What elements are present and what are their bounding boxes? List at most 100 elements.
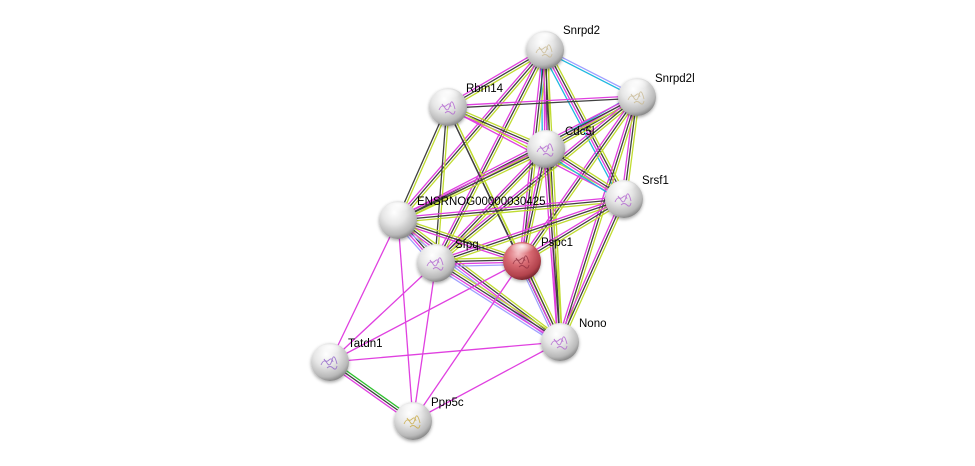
edge-line-experiments (395, 48, 544, 219)
node-ensrnog00000030425[interactable]: ENSRNOG00000030425 (379, 196, 546, 239)
node-label: Tatdn1 (348, 338, 383, 350)
edge-line-coexpression (397, 219, 523, 262)
edge-sfpq-tatdn1[interactable] (329, 262, 437, 363)
edge-line-coexpression (435, 148, 547, 264)
node-highlight (610, 181, 638, 196)
edge-line-experiments (519, 95, 636, 260)
node-highlight (531, 32, 559, 47)
edge-sfpq-ppp5c[interactable] (412, 262, 437, 422)
node-snrpd2[interactable]: Snrpd2 (526, 25, 600, 69)
edge-line-experiments (435, 196, 624, 262)
edge-line-experiments (433, 48, 544, 263)
edge-pspc1-ppp5c[interactable] (412, 260, 523, 422)
edge-ensrnog00000030425-tatdn1[interactable] (329, 219, 399, 363)
edge-line-experiments (519, 148, 545, 261)
node-sfpq[interactable]: Sfpq (417, 239, 479, 282)
edge-srsf1-ensrnog00000030425[interactable] (397, 195, 625, 224)
edge-line-textmining (398, 217, 523, 260)
edge-line-coexpression (448, 97, 638, 109)
edge-sfpq-nono[interactable] (433, 259, 563, 346)
edge-line-coexpression (435, 49, 546, 264)
node-highlight (422, 245, 450, 260)
edge-line-coexpression (397, 148, 547, 221)
edge-snrpd2-sfpq[interactable] (433, 48, 548, 265)
node-label: Sfpq (455, 239, 479, 251)
edge-line-coexpression (396, 106, 448, 220)
edge-srsf1-sfpq[interactable] (435, 196, 625, 266)
edge-line-experiments (397, 195, 624, 219)
edge-line-experiments (329, 219, 399, 363)
edge-rbm14-sfpq[interactable] (434, 106, 450, 264)
edge-line-coexpression (521, 96, 638, 262)
edge-line-textmining (437, 50, 548, 265)
node-label: Cdc5l (565, 126, 594, 138)
edge-ensrnog00000030425-ppp5c[interactable] (397, 219, 414, 422)
edge-line-coexpression (397, 49, 546, 221)
node-label: Snrpd2l (655, 73, 695, 85)
edge-line-coexpression (521, 198, 625, 262)
node-label: Rbm14 (466, 83, 504, 95)
node-cdc5l[interactable]: Cdc5l (527, 126, 594, 168)
node-label: ENSRNOG00000030425 (417, 196, 546, 208)
edge-line-experiments (447, 95, 637, 107)
edge-snrpd2-ensrnog00000030425[interactable] (395, 48, 548, 222)
edge-line-coexpression (435, 198, 625, 264)
edge-line-textmining (399, 51, 548, 222)
edge-line-experiments (397, 219, 414, 422)
edge-line-textmining (398, 107, 450, 221)
node-nono[interactable]: Nono (541, 318, 607, 361)
edges-layer (328, 47, 641, 424)
node-highlight (316, 344, 344, 359)
edge-snrpd2-nono[interactable] (541, 49, 564, 343)
edge-cdc5l-ensrnog00000030425[interactable] (396, 146, 548, 223)
edge-line-experiments (396, 94, 637, 219)
edge-line-textmining (436, 107, 450, 264)
edge-line-experiments (435, 263, 560, 344)
edge-snrpd2l-rbm14[interactable] (447, 95, 638, 109)
node-highlight (508, 243, 536, 258)
node-label: Srsf1 (642, 175, 669, 187)
edge-line-experiments (397, 221, 522, 264)
edge-line-textmining (436, 200, 625, 266)
node-label: Pspc1 (541, 237, 573, 249)
node-highlight (384, 202, 412, 217)
edge-line-experiments (396, 146, 546, 219)
edge-rbm14-ensrnog00000030425[interactable] (396, 106, 450, 221)
edge-line-textmining (523, 98, 640, 263)
edge-line-textmining (437, 98, 639, 266)
edge-line-experiments (541, 50, 559, 343)
edge-line-textmining (546, 49, 564, 342)
edge-line-experiments (520, 196, 624, 260)
node-snrpd2l[interactable]: Snrpd2l (618, 73, 695, 116)
node-label: Ppp5c (431, 397, 464, 409)
edge-pspc1-tatdn1[interactable] (329, 260, 523, 363)
edge-nono-tatdn1[interactable] (329, 341, 561, 363)
node-highlight (546, 324, 574, 339)
edge-line-coexpression (434, 106, 448, 263)
node-srsf1[interactable]: Srsf1 (605, 175, 669, 218)
edge-line-experiments (412, 260, 523, 422)
edge-line-experiments (557, 197, 623, 342)
edge-nono-ppp5c[interactable] (412, 341, 561, 422)
edge-snrpd2l-pspc1[interactable] (519, 95, 640, 263)
edge-line-experiments (412, 262, 437, 422)
edge-line-textmining (522, 200, 626, 264)
edge-line-textmining (398, 150, 548, 223)
node-rbm14[interactable]: Rbm14 (429, 83, 504, 126)
edge-line-coexpression (436, 261, 561, 342)
nodes-layer: Snrpd2Snrpd2lRbm14Cdc5lSrsf1ENSRNOG00000… (311, 25, 695, 440)
edge-cdc5l-sfpq[interactable] (433, 146, 549, 266)
edge-line-textmining (399, 216, 563, 340)
edge-srsf1-nono[interactable] (557, 197, 627, 344)
edge-line-textmining (398, 200, 625, 224)
node-highlight (399, 403, 427, 418)
edge-line-coexpression (559, 96, 638, 343)
edge-line-homology (433, 265, 559, 346)
edge-ensrnog00000030425-pspc1[interactable] (397, 217, 523, 264)
node-highlight (532, 131, 560, 146)
node-pspc1[interactable]: Pspc1 (503, 237, 573, 280)
node-ppp5c[interactable]: Ppp5c (394, 397, 464, 440)
edge-srsf1-pspc1[interactable] (520, 196, 626, 264)
node-tatdn1[interactable]: Tatdn1 (311, 338, 383, 381)
